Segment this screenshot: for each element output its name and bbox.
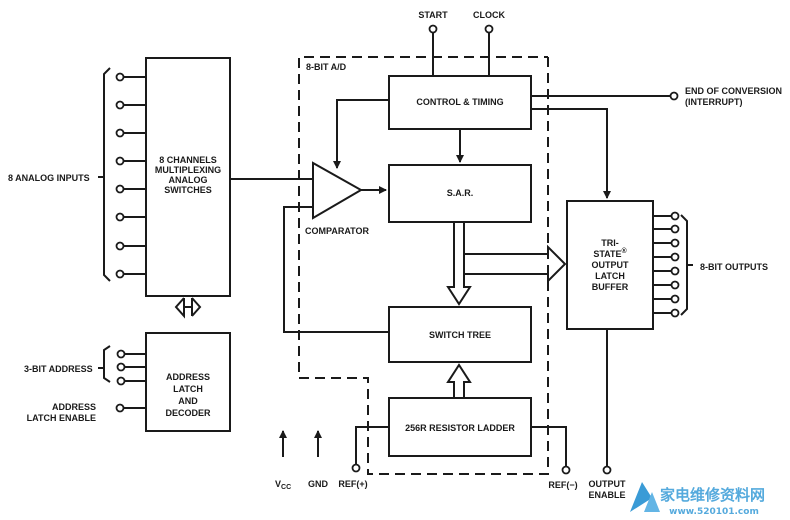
buffer-label-1: TRI- [601,238,619,248]
address-decoder-label-3: AND [178,396,198,406]
buffer-label-2: STATE® [593,247,627,259]
ref-minus-line [531,426,567,466]
ref-plus-label: REF(+) [338,479,367,489]
output-enable-label-1: OUTPUT [589,479,627,489]
ref-minus-label: REF(−) [548,480,577,490]
analog-inputs-label: 8 ANALOG INPUTS [8,173,90,183]
clock-pin [484,24,494,34]
control-timing-label: CONTROL & TIMING [416,97,503,107]
output-buffer-block [566,200,654,330]
buffer-label-5: BUFFER [592,282,629,292]
start-pin [428,24,438,34]
ref-minus-pin [561,465,571,475]
address-latch-enable-label-1: ADDRESS [52,402,96,412]
clock-label: CLOCK [473,10,505,20]
outputs-bracket [680,214,693,316]
output-pins [653,215,672,314]
address-decoder-label-2: LATCH [173,384,203,394]
address-decoder-block [145,332,231,432]
mux-label-3: ANALOG [169,175,208,185]
switch-tree-label: SWITCH TREE [429,330,491,340]
analog-input-pin-circles [115,72,125,279]
outputs-label: 8-BIT OUTPUTS [700,262,768,272]
mux-address-bus [174,297,202,319]
analog-inputs-bracket [98,67,111,282]
address-latch-enable-label-2: LATCH ENABLE [27,413,96,423]
buffer-label-4: LATCH [595,271,625,281]
mux-block [145,57,231,297]
control-to-buffer-line [531,108,611,199]
comparator-triangle [312,161,364,220]
address-pin-circles [115,349,126,413]
mux-label-4: SWITCHES [164,185,212,195]
ref-plus-pin [351,463,361,473]
watermark-chars: 家电维修资料网 [660,486,765,504]
sar-label: S.A.R. [447,188,474,198]
address-pins [123,353,146,409]
adc-boundary [298,56,549,475]
address-3bit-label: 3-BIT ADDRESS [24,364,93,374]
address-bracket [98,345,111,383]
watermark: 家电维修资料网 www.520101.com [630,482,765,517]
adc-group-label: 8-BIT A/D [306,62,347,72]
watermark-url: www.520101.com [669,507,759,517]
mux-label-1: 8 CHANNELS [159,155,217,165]
output-enable-pin [602,465,612,475]
start-label: START [418,10,448,20]
address-decoder-label-4: DECODER [165,408,211,418]
sar-to-buffer-bus [464,244,567,284]
switch-tree-block [388,306,532,363]
gnd-label: GND [308,479,329,489]
eoc-label-1: END OF CONVERSION [685,86,782,96]
address-decoder-label-1: ADDRESS [166,372,210,382]
buffer-label-3: OUTPUT [592,260,630,270]
eoc-label-2: (INTERRUPT) [685,97,743,107]
mux-label-2: MULTIPLEXING [155,165,221,175]
switch-tree-feedback-line [283,206,389,333]
control-to-comparator-line [333,99,389,169]
comparator-label: COMPARATOR [305,226,369,236]
eoc-pin [669,91,679,101]
sar-block [388,164,532,223]
sar-to-switch-tree-bus [446,222,472,306]
resistor-ladder-label: 256R RESISTOR LADDER [405,423,515,433]
output-pin-circles [670,211,680,318]
analog-input-pins [123,76,146,275]
ref-plus-line [355,426,389,464]
watermark-logo-icon [630,482,660,512]
ladder-to-switch-tree-bus [446,363,472,398]
vcc-label: VCC [275,479,291,491]
output-enable-label-2: ENABLE [588,490,625,500]
